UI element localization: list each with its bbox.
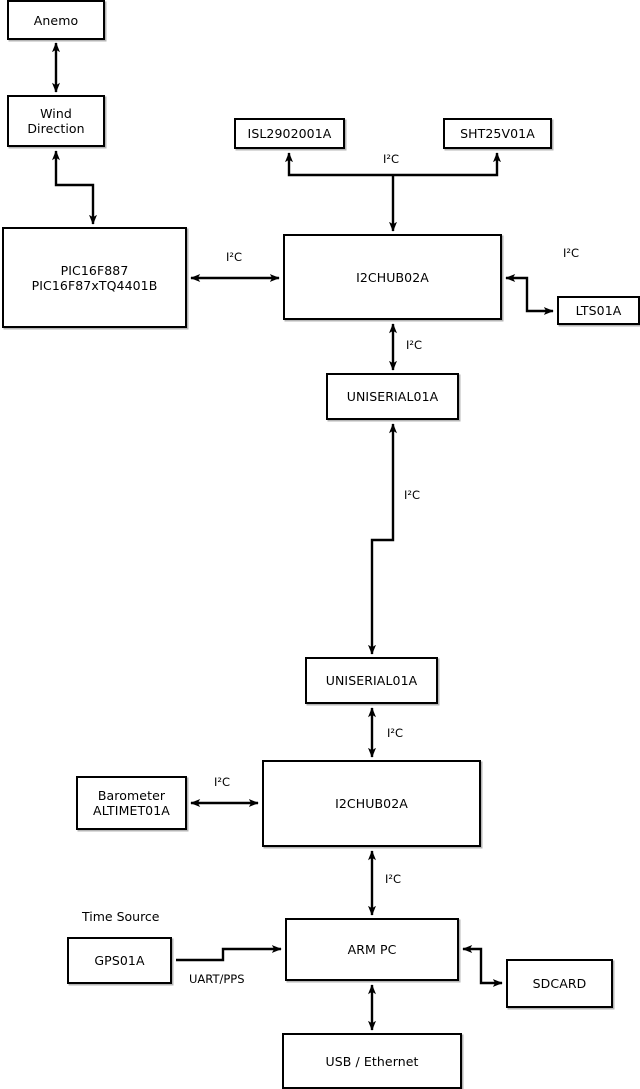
node-lts01a[interactable]: LTS01A (557, 296, 640, 325)
wire-armpc-sdcard (462, 945, 503, 987)
node-label: SHT25V01A (460, 126, 535, 141)
wire-wind-pic (52, 150, 97, 225)
wire-uniserial-uniserial (368, 423, 397, 655)
node-label: USB / Ethernet (325, 1053, 419, 1069)
node-isl2902001a[interactable]: ISL2902001A (234, 118, 345, 149)
wire-hubtop-lts (505, 274, 554, 315)
node-pic-mcu[interactable]: PIC16F887 PIC16F87xTQ4401B (2, 227, 187, 328)
node-label: UNISERIAL01A (325, 673, 418, 688)
node-label: I2CHUB02A (356, 269, 429, 285)
node-label: Anemo (33, 12, 79, 28)
node-i2chub02a-top[interactable]: I2CHUB02A (283, 234, 502, 320)
wire-hubtop-isl (285, 152, 393, 177)
node-label: GPS01A (94, 953, 145, 968)
wire-hubtop-sht (393, 152, 501, 177)
node-label: LTS01A (575, 303, 622, 318)
node-label: SDCARD (532, 976, 587, 991)
node-barometer-altimet01a[interactable]: Barometer ALTIMET01A (76, 776, 187, 830)
edge-label-i2c-hub-armpc: I²C (385, 872, 402, 886)
node-wind-direction[interactable]: Wind Direction (7, 95, 105, 147)
edge-label-i2c-uniserial-uniserial: I²C (404, 488, 421, 502)
node-label: I2CHUB02A (335, 796, 408, 811)
edge-label-i2c-isl-sht: I²C (383, 152, 400, 166)
node-i2chub02a-bottom[interactable]: I2CHUB02A (262, 760, 481, 847)
annotation-time-source: Time Source (82, 909, 160, 924)
node-label: UNISERIAL01A (346, 389, 439, 404)
edge-label-i2c-barometer-hub: I²C (214, 775, 231, 789)
node-arm-pc[interactable]: ARM PC (285, 918, 459, 981)
node-sht25v01a[interactable]: SHT25V01A (443, 118, 552, 149)
node-sdcard[interactable]: SDCARD (506, 959, 613, 1008)
edge-label-uart-pps: UART/PPS (189, 972, 245, 986)
node-label: Barometer ALTIMET01A (93, 788, 170, 818)
node-label: ISL2902001A (247, 126, 332, 141)
node-anemo[interactable]: Anemo (7, 0, 105, 40)
edge-label-i2c-hub-lts: I²C (563, 246, 580, 260)
node-label: ARM PC (347, 942, 397, 957)
node-uniserial01a-top[interactable]: UNISERIAL01A (326, 373, 459, 420)
wire-gps-armpc (176, 945, 282, 962)
edge-label-i2c-hub-uniserial: I²C (406, 338, 423, 352)
node-label: Wind Direction (27, 106, 85, 136)
node-usb-ethernet[interactable]: USB / Ethernet (282, 1033, 462, 1089)
edge-label-i2c-pic-hub: I²C (226, 250, 243, 264)
node-gps01a[interactable]: GPS01A (67, 937, 172, 984)
edge-label-i2c-uniserial-hub: I²C (387, 726, 404, 740)
node-uniserial01a-bottom[interactable]: UNISERIAL01A (305, 657, 438, 704)
node-label: PIC16F887 PIC16F87xTQ4401B (31, 262, 158, 293)
